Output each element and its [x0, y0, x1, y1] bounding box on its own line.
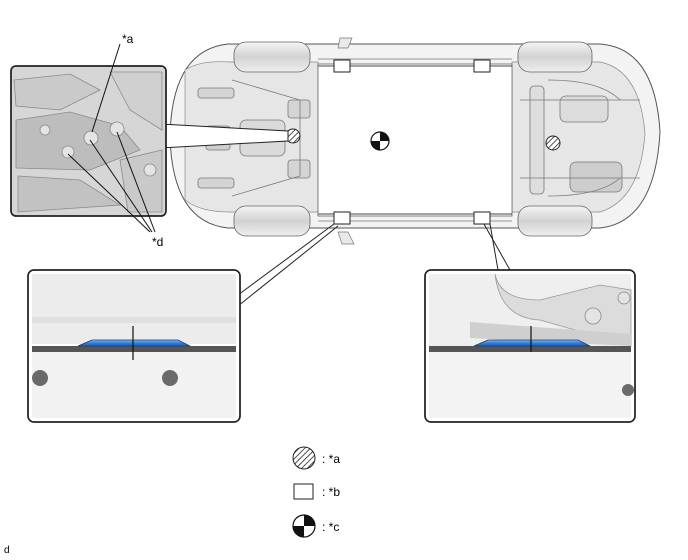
rear-lift-point-detail-inset [424, 223, 636, 423]
lift-point-rear-left [473, 59, 491, 73]
front-left-tire [233, 41, 311, 73]
center-of-gravity-icon [292, 514, 316, 538]
open-square-icon [293, 483, 314, 500]
legend-icons [292, 446, 316, 538]
lift-point-rear-right [473, 211, 491, 225]
front-lift-pad-blue [77, 339, 191, 347]
center-of-gravity-mark [370, 131, 390, 151]
rear-right-tire [517, 205, 593, 237]
rear-left-tire [517, 41, 593, 73]
legend-b-text: : *b [322, 485, 341, 499]
callout-a-label: *a [122, 32, 134, 46]
jack-point-detail-inset [10, 43, 289, 233]
center-floor-panel [317, 63, 513, 217]
lift-point-front-right [333, 211, 351, 225]
rear-lift-pad-blue [473, 339, 591, 347]
legend-c-text: : *c [322, 520, 340, 534]
tires [233, 41, 593, 237]
callout-d-label: *d [152, 235, 164, 249]
hatched-circle-icon [292, 446, 316, 470]
front-lift-point-detail-inset [27, 223, 339, 423]
lift-point-front-left [333, 59, 351, 73]
figure-code: d [4, 545, 10, 556]
front-right-tire [233, 205, 311, 237]
rear-jack-point [545, 135, 561, 151]
legend-a-text: : *a [322, 452, 341, 466]
lift-points [333, 59, 491, 225]
